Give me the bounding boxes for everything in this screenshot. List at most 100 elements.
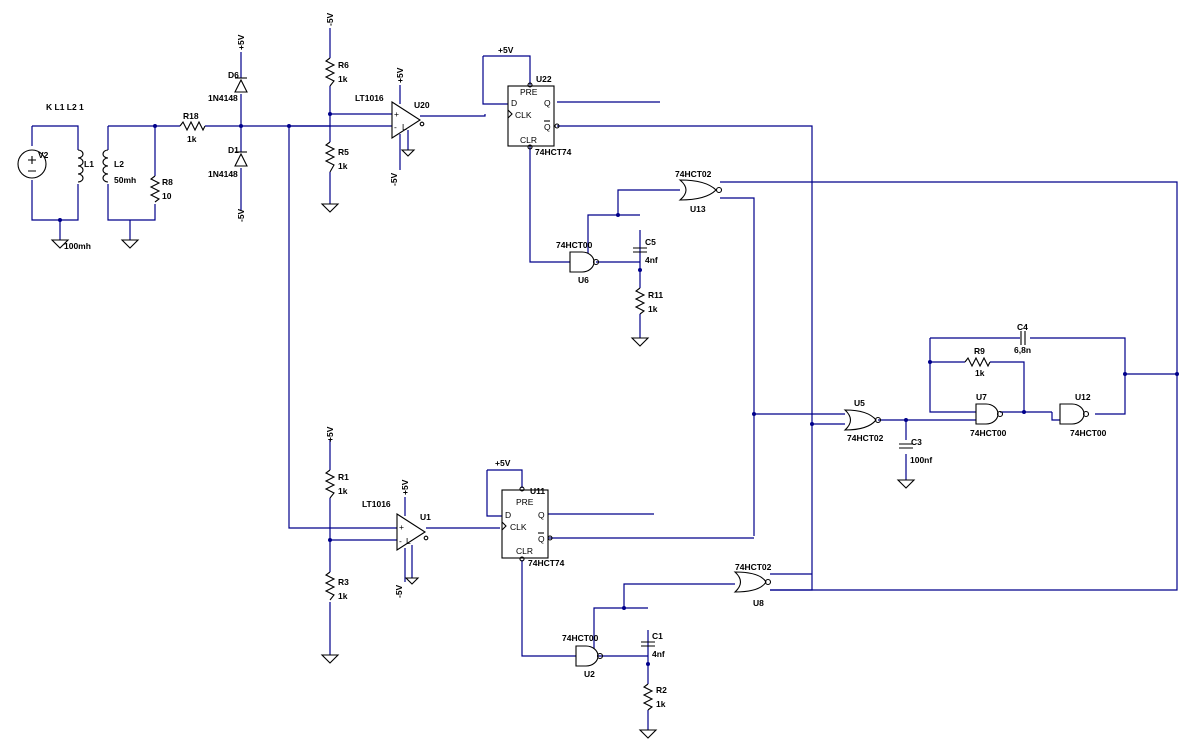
capacitor-c3[interactable] xyxy=(899,443,913,449)
label-r3: R3 xyxy=(338,577,349,587)
resistor-r9[interactable] xyxy=(964,356,991,368)
u1-pin-minus: - xyxy=(399,536,402,546)
comparator-u1[interactable] xyxy=(396,512,429,552)
label-u2-model: 74HCT00 xyxy=(562,633,599,643)
comparator-u20[interactable] xyxy=(391,100,425,140)
label-l1: L1 xyxy=(84,159,94,169)
label-r18: R18 xyxy=(183,111,199,121)
label-u22: U22 xyxy=(536,74,552,84)
label-r11: R11 xyxy=(648,290,663,300)
flip-flop-u22[interactable] xyxy=(507,82,560,150)
label-d6-model: 1N4148 xyxy=(208,93,238,103)
label-u7-model: 74HCT00 xyxy=(970,428,1007,438)
u11-pin-clr: CLR xyxy=(516,546,533,556)
nor-gate-u13[interactable] xyxy=(678,179,723,201)
label-r5: R5 xyxy=(338,147,349,157)
rail-d1-minus5: -5V xyxy=(236,208,246,222)
u11-pin-clk: CLK xyxy=(510,522,527,532)
rail-r6-minus5: -5V xyxy=(325,12,335,26)
u22-pin-pre: PRE xyxy=(520,87,538,97)
u11-pin-d: D xyxy=(505,510,511,520)
nor-gate-u5[interactable] xyxy=(843,409,882,431)
label-r8-value: 10 xyxy=(162,191,172,201)
resistor-r18[interactable] xyxy=(179,120,206,132)
label-r6-value: 1k xyxy=(338,74,348,84)
nand-gate-u7[interactable] xyxy=(975,403,1004,425)
nand-gate-u12[interactable] xyxy=(1059,403,1090,425)
label-c4: C4 xyxy=(1017,322,1028,332)
label-r11-value: 1k xyxy=(648,304,658,314)
label-u12-model: 74HCT00 xyxy=(1070,428,1107,438)
label-d6: D6 xyxy=(228,70,239,80)
u22-pin-q: Q xyxy=(544,98,551,108)
label-r8: R8 xyxy=(162,177,173,187)
rail-u1-plus5: +5V xyxy=(400,479,410,495)
resistor-r2[interactable] xyxy=(642,683,654,711)
u11-pin-pre: PRE xyxy=(516,497,534,507)
u20-pin-l: L xyxy=(402,122,407,132)
coupling-directive: K L1 L2 1 xyxy=(46,102,84,112)
label-u1-model: LT1016 xyxy=(362,499,391,509)
label-u13-model: 74HCT02 xyxy=(675,169,712,179)
label-u11-model: 74HCT74 xyxy=(528,558,565,568)
u11-pin-q: Q xyxy=(538,510,545,520)
resistor-r11[interactable] xyxy=(634,287,646,315)
inductor-l1[interactable] xyxy=(77,149,84,183)
label-u5: U5 xyxy=(854,398,865,408)
diode-d1[interactable] xyxy=(234,151,248,167)
flip-flop-u11[interactable] xyxy=(501,486,553,562)
nand-gate-u6[interactable] xyxy=(569,251,600,273)
resistor-r3[interactable] xyxy=(324,571,336,601)
u20-pin-plus: + xyxy=(394,109,399,119)
junction-dots xyxy=(58,112,1179,666)
resistor-r6[interactable] xyxy=(324,57,336,87)
u11-pin-qbar: Q xyxy=(538,534,545,544)
resistor-r1[interactable] xyxy=(324,469,336,499)
voltage-source-v2[interactable] xyxy=(17,149,47,179)
u22-pin-qbar: Q xyxy=(544,122,551,132)
rail-u11-plus5: +5V xyxy=(495,458,511,468)
u22-pin-d: D xyxy=(511,98,517,108)
label-d1: D1 xyxy=(228,145,239,155)
label-u13: U13 xyxy=(690,204,706,214)
capacitor-c5[interactable] xyxy=(633,247,647,253)
diode-d6[interactable] xyxy=(234,77,248,93)
label-c3: C3 xyxy=(911,437,922,447)
rail-u22-plus5: +5V xyxy=(498,45,514,55)
label-r3-value: 1k xyxy=(338,591,348,601)
label-l2: L2 xyxy=(114,159,124,169)
capacitor-c1[interactable] xyxy=(641,641,655,647)
rail-r1-plus5: +5V xyxy=(325,426,335,442)
label-u2: U2 xyxy=(584,669,595,679)
rail-u20-plus5: +5V xyxy=(395,67,405,83)
u22-pin-clr: CLR xyxy=(520,135,537,145)
ground-symbols xyxy=(50,149,916,739)
nand-gate-u2[interactable] xyxy=(575,645,604,667)
label-d1-model: 1N4148 xyxy=(208,169,238,179)
u20-pin-minus: - xyxy=(394,122,397,132)
label-u8: U8 xyxy=(753,598,764,608)
resistor-r5[interactable] xyxy=(324,141,336,173)
label-c4-value: 6,8n xyxy=(1014,345,1031,355)
u1-pin-plus: + xyxy=(399,522,404,532)
label-u8-model: 74HCT02 xyxy=(735,562,772,572)
inductor-l2[interactable] xyxy=(102,149,109,183)
rail-u20-minus5: -5V xyxy=(389,172,399,186)
label-v2: V2 xyxy=(38,150,49,160)
label-r1-value: 1k xyxy=(338,486,348,496)
label-u6-model: 74HCT00 xyxy=(556,240,593,250)
label-u22-model: 74HCT74 xyxy=(535,147,572,157)
wires xyxy=(31,28,1178,730)
label-c5-value: 4nf xyxy=(645,255,658,265)
resistor-r8[interactable] xyxy=(149,175,161,203)
label-r5-value: 1k xyxy=(338,161,348,171)
rail-u1-minus5: -5V xyxy=(394,584,404,598)
label-r18-value: 1k xyxy=(187,134,197,144)
label-u6: U6 xyxy=(578,275,589,285)
label-u20: U20 xyxy=(414,100,430,110)
label-r1: R1 xyxy=(338,472,349,482)
label-c1: C1 xyxy=(652,631,663,641)
nor-gate-u8[interactable] xyxy=(733,571,772,593)
capacitor-c4[interactable] xyxy=(1020,331,1026,345)
